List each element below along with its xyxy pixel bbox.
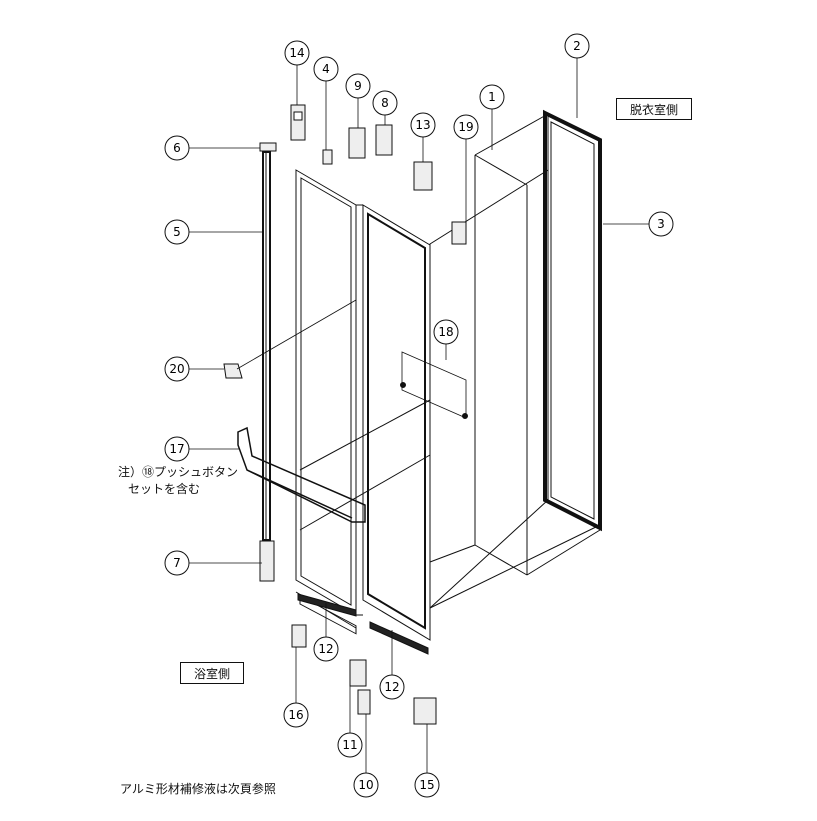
side-jamb-bar xyxy=(262,151,271,541)
opening-box xyxy=(299,113,601,610)
callout-7: 7 xyxy=(164,550,190,576)
callout-5: 5 xyxy=(164,219,190,245)
callout-4: 4 xyxy=(313,56,339,82)
svg-text:13: 13 xyxy=(415,118,430,132)
callout-18: 18 xyxy=(433,319,459,345)
callout-17: 17 xyxy=(164,436,190,462)
svg-text:14: 14 xyxy=(289,46,304,60)
callout-19: 19 xyxy=(453,114,479,140)
callout-11: 11 xyxy=(337,732,363,758)
svg-text:18: 18 xyxy=(438,325,453,339)
svg-text:8: 8 xyxy=(381,96,389,110)
svg-text:10: 10 xyxy=(358,778,373,792)
hardware-parts xyxy=(223,104,467,725)
bathroom-side-label: 浴室側 xyxy=(180,662,244,684)
callout-12-right: 12 xyxy=(379,674,405,700)
callout-13: 13 xyxy=(410,112,436,138)
dressing-room-side-label: 脱衣室側 xyxy=(616,98,692,120)
svg-text:2: 2 xyxy=(573,39,581,53)
outer-frame xyxy=(543,109,602,532)
svg-text:7: 7 xyxy=(173,556,181,570)
svg-text:1: 1 xyxy=(488,90,496,104)
svg-text:17: 17 xyxy=(169,442,184,456)
svg-text:12: 12 xyxy=(384,680,399,694)
callout-20: 20 xyxy=(164,356,190,382)
callout-1: 1 xyxy=(479,84,505,110)
svg-text:11: 11 xyxy=(342,738,357,752)
push-handle xyxy=(237,426,366,523)
svg-text:3: 3 xyxy=(657,217,665,231)
callout-9: 9 xyxy=(345,73,371,99)
callout-6: 6 xyxy=(164,135,190,161)
callout-16: 16 xyxy=(283,702,309,728)
svg-text:5: 5 xyxy=(173,225,181,239)
note-line-1: 注）⑱プッシュボタン xyxy=(118,465,239,479)
svg-text:15: 15 xyxy=(419,778,434,792)
leader-lines xyxy=(189,58,649,773)
callout-2: 2 xyxy=(564,33,590,59)
callout-8: 8 xyxy=(372,90,398,116)
svg-text:12: 12 xyxy=(318,642,333,656)
callout-10: 10 xyxy=(353,772,379,798)
callout-15: 15 xyxy=(414,772,440,798)
callout-12-left: 12 xyxy=(313,636,339,662)
callout-14: 14 xyxy=(284,40,310,66)
note-line-2: セットを含む xyxy=(128,482,201,496)
door-panel-left xyxy=(295,169,357,629)
push-button-plate xyxy=(401,351,467,419)
callout-3: 3 xyxy=(648,211,674,237)
svg-text:16: 16 xyxy=(288,708,303,722)
svg-text:20: 20 xyxy=(169,362,184,376)
svg-text:19: 19 xyxy=(458,120,473,134)
svg-text:4: 4 xyxy=(322,62,330,76)
footer-note: アルミ形材補修液は次頁参照 xyxy=(120,782,276,796)
svg-text:6: 6 xyxy=(173,141,181,155)
door-panel-right xyxy=(356,204,431,641)
svg-text:9: 9 xyxy=(354,79,362,93)
callouts: 1 2 3 4 5 6 7 8 9 10 11 12 12 13 14 15 1… xyxy=(164,33,674,798)
